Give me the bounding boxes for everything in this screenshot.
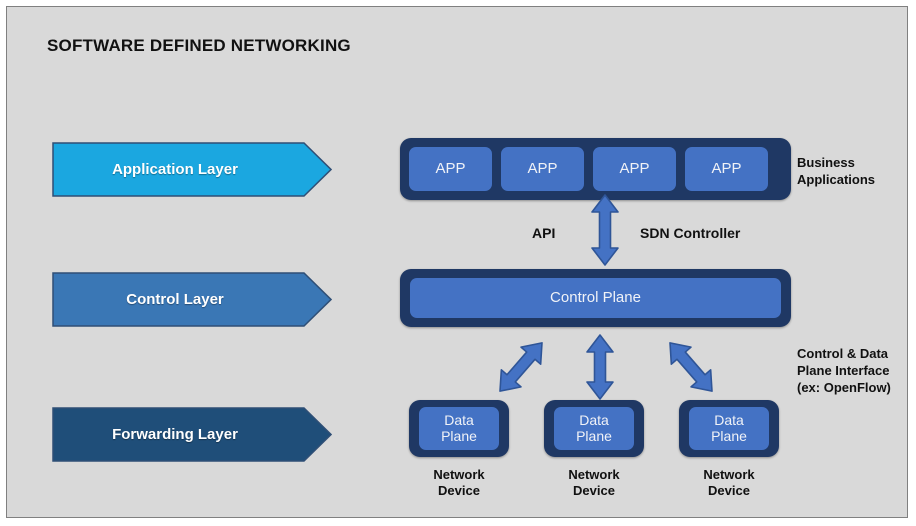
chevron-shape-icon — [52, 272, 332, 327]
network-device-label-line: Network — [703, 467, 755, 482]
layer-arrow-forwarding[interactable]: Forwarding Layer — [52, 407, 332, 462]
network-device-label: Network Device — [399, 467, 519, 500]
network-device-label-line: Device — [573, 483, 615, 499]
interface-label-line: (ex: OpenFlow) — [797, 379, 891, 395]
data-plane-label-line: Plane — [576, 427, 612, 444]
app-box[interactable]: APP — [501, 147, 584, 191]
application-layer-container: APP APP APP APP — [400, 138, 791, 200]
network-device-label: Network Device — [534, 467, 654, 500]
business-applications-line: Applications — [797, 171, 876, 187]
network-device-container: Data Plane — [409, 400, 509, 457]
control-data-plane-interface-label: Control & Data Plane Interface (ex: Open… — [797, 346, 891, 397]
business-applications-line: Business — [797, 155, 855, 170]
app-box-label: APP — [527, 159, 558, 177]
network-device-container: Data Plane — [679, 400, 779, 457]
api-double-arrow-icon — [591, 194, 619, 266]
app-box[interactable]: APP — [409, 147, 492, 191]
app-box[interactable]: APP — [685, 147, 768, 191]
layer-arrow-application[interactable]: Application Layer — [52, 142, 332, 197]
data-plane-box[interactable]: Data Plane — [689, 407, 769, 450]
control-to-device-right-double-arrow-icon — [669, 342, 713, 392]
network-device-label-line: Device — [708, 483, 750, 499]
chevron-shape-icon — [52, 407, 332, 462]
data-plane-label-line: Data — [579, 411, 609, 428]
sdn-controller-label: SDN Controller — [640, 225, 741, 241]
data-plane-label-line: Data — [444, 411, 474, 428]
page-title: SOFTWARE DEFINED NETWORKING — [47, 36, 351, 55]
data-plane-box[interactable]: Data Plane — [554, 407, 634, 450]
chevron-shape-icon — [52, 142, 332, 197]
interface-label-line: Plane Interface — [797, 362, 890, 378]
data-plane-box[interactable]: Data Plane — [419, 407, 499, 450]
network-device-label: Network Device — [669, 467, 789, 500]
api-label: API — [532, 225, 556, 241]
app-box-label: APP — [619, 159, 650, 177]
network-device-container: Data Plane — [544, 400, 644, 457]
business-applications-label: Business Applications — [797, 155, 875, 189]
control-to-device-center-double-arrow-icon — [586, 334, 614, 400]
app-box-label: APP — [711, 159, 742, 177]
data-plane-label-line: Plane — [441, 427, 477, 444]
control-layer-container: Control Plane — [400, 269, 791, 327]
layer-arrow-control[interactable]: Control Layer — [52, 272, 332, 327]
interface-label-line: Control & Data — [797, 346, 888, 361]
network-device-label-line: Network — [568, 467, 620, 482]
network-device-label-line: Device — [438, 483, 480, 499]
app-box-label: APP — [435, 159, 466, 177]
control-to-device-left-double-arrow-icon — [499, 342, 543, 392]
data-plane-label-line: Plane — [711, 427, 747, 444]
network-device-label-line: Network — [433, 467, 485, 482]
diagram-canvas: SOFTWARE DEFINED NETWORKING Application … — [6, 6, 908, 518]
control-plane-label: Control Plane — [550, 288, 641, 306]
control-plane-box[interactable]: Control Plane — [410, 278, 781, 318]
data-plane-label-line: Data — [714, 411, 744, 428]
app-box[interactable]: APP — [593, 147, 676, 191]
